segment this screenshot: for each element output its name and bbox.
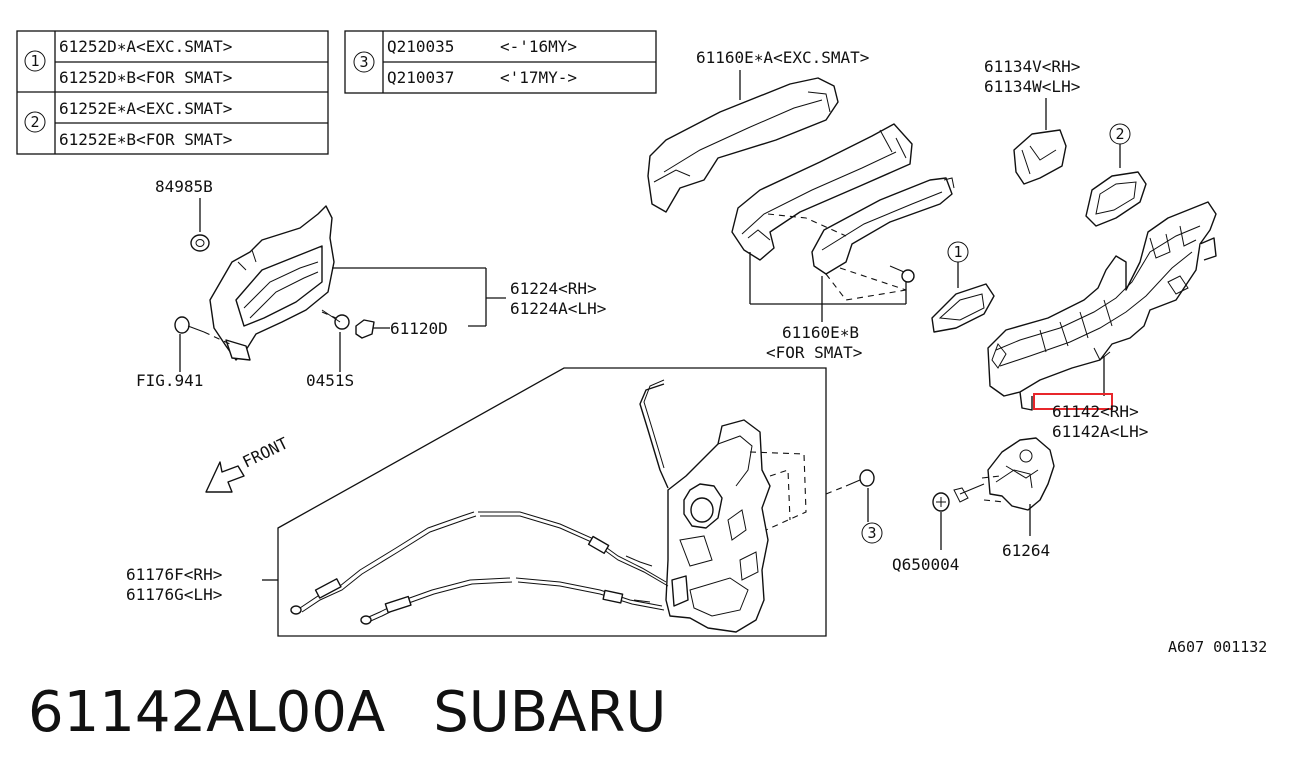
clip-61120d bbox=[355, 319, 375, 339]
legend-marker-3-text: 3 bbox=[359, 53, 368, 71]
legend-q210035: Q210035 bbox=[387, 37, 454, 56]
inner-handle-assembly: 84985B 61224<RH> 61224A<LH> 61120D 0451S… bbox=[136, 177, 606, 390]
pad-61252e bbox=[1085, 171, 1147, 227]
callout-61224a: 61224A<LH> bbox=[510, 299, 606, 318]
footer: 61142AL00A SUBARU bbox=[28, 680, 666, 745]
callout-61160ea: 61160E∗A<EXC.SMAT> bbox=[696, 48, 869, 67]
frame-61142-part bbox=[987, 201, 1217, 397]
callout-84985b: 84985B bbox=[155, 177, 213, 196]
outer-handle-base bbox=[731, 123, 913, 261]
legend-table-left: 1 2 61252D∗A<EXC.SMAT> 61252D∗B<FOR SMAT… bbox=[16, 30, 329, 155]
callout-q650004: Q650004 bbox=[892, 555, 959, 574]
callout-61134w: 61134W<LH> bbox=[984, 77, 1080, 96]
cover-61134-part bbox=[1013, 129, 1067, 185]
legend-row-1: 61252D∗A<EXC.SMAT> bbox=[59, 37, 232, 56]
cover-61134: 61134V<RH> 61134W<LH> bbox=[984, 57, 1080, 185]
marker-2-text: 2 bbox=[1115, 125, 1124, 143]
footer-part-number: 61142AL00A bbox=[28, 680, 386, 745]
striker-part bbox=[987, 437, 1055, 511]
outer-handle-assembly: 61160E∗A<EXC.SMAT> 61160E∗B <FOR SMAT> bbox=[647, 48, 955, 362]
legend-q210035-range: <-'16MY> bbox=[500, 37, 577, 56]
callout-61224: 61224<RH> bbox=[510, 279, 597, 298]
legend-row-2: 61252D∗B<FOR SMAT> bbox=[59, 68, 232, 87]
pad-1: 1 bbox=[931, 241, 995, 333]
callout-61176f: 61176F<RH> bbox=[126, 565, 222, 584]
marker-1-text: 1 bbox=[953, 243, 962, 261]
callout-61160eb: 61160E∗B bbox=[782, 323, 859, 342]
pad-61252d bbox=[931, 283, 995, 333]
latch-enclosure bbox=[277, 367, 827, 637]
legend-q210037-range: <'17MY-> bbox=[500, 68, 577, 87]
legend-row-4: 61252E∗B<FOR SMAT> bbox=[59, 130, 232, 149]
front-arrow: FRONT bbox=[205, 433, 291, 493]
striker-61264: Q650004 61264 bbox=[892, 437, 1055, 574]
diagram-code: A607 001132 bbox=[1168, 638, 1267, 656]
front-arrow-icon bbox=[205, 461, 245, 493]
callout-61264: 61264 bbox=[1002, 541, 1050, 560]
legend-marker-2-text: 2 bbox=[30, 113, 39, 131]
callout-61134v: 61134V<RH> bbox=[984, 57, 1080, 76]
outer-handle-61160ea bbox=[647, 77, 839, 213]
callout-fig941: FIG.941 bbox=[136, 371, 203, 390]
pad-2: 2 bbox=[1085, 123, 1147, 227]
frame-61142: 61142<RH> 61142A<LH> bbox=[987, 201, 1217, 441]
callout-61142a: 61142A<LH> bbox=[1052, 422, 1148, 441]
footer-brand: SUBARU bbox=[433, 680, 667, 745]
legend-marker-2 bbox=[24, 111, 46, 133]
front-label: FRONT bbox=[239, 433, 291, 471]
cap-84985b bbox=[190, 234, 210, 252]
marker-3-circle bbox=[861, 522, 883, 544]
cable-61176g bbox=[361, 577, 663, 621]
marker-3-text: 3 bbox=[867, 524, 876, 542]
callout-0451s: 0451S bbox=[306, 371, 354, 390]
callout-61120d: 61120D bbox=[390, 319, 448, 338]
legend-marker-1-text: 1 bbox=[30, 52, 39, 70]
legend-row-3: 61252E∗A<EXC.SMAT> bbox=[59, 99, 232, 118]
callout-61176g: 61176G<LH> bbox=[126, 585, 222, 604]
callout-61142: 61142<RH> bbox=[1052, 402, 1139, 421]
legend-marker-3 bbox=[353, 51, 375, 73]
latch-assembly: 3 61176F<RH> 61176G<LH> bbox=[126, 367, 883, 637]
callout-61160eb-sub: <FOR SMAT> bbox=[766, 343, 862, 362]
legend-table-right: 3 Q210035 <-'16MY> Q210037 <'17MY-> bbox=[344, 30, 657, 94]
legend-q210037: Q210037 bbox=[387, 68, 454, 87]
legend-marker-1 bbox=[24, 50, 46, 72]
highlight-box-61142 bbox=[1033, 393, 1113, 410]
